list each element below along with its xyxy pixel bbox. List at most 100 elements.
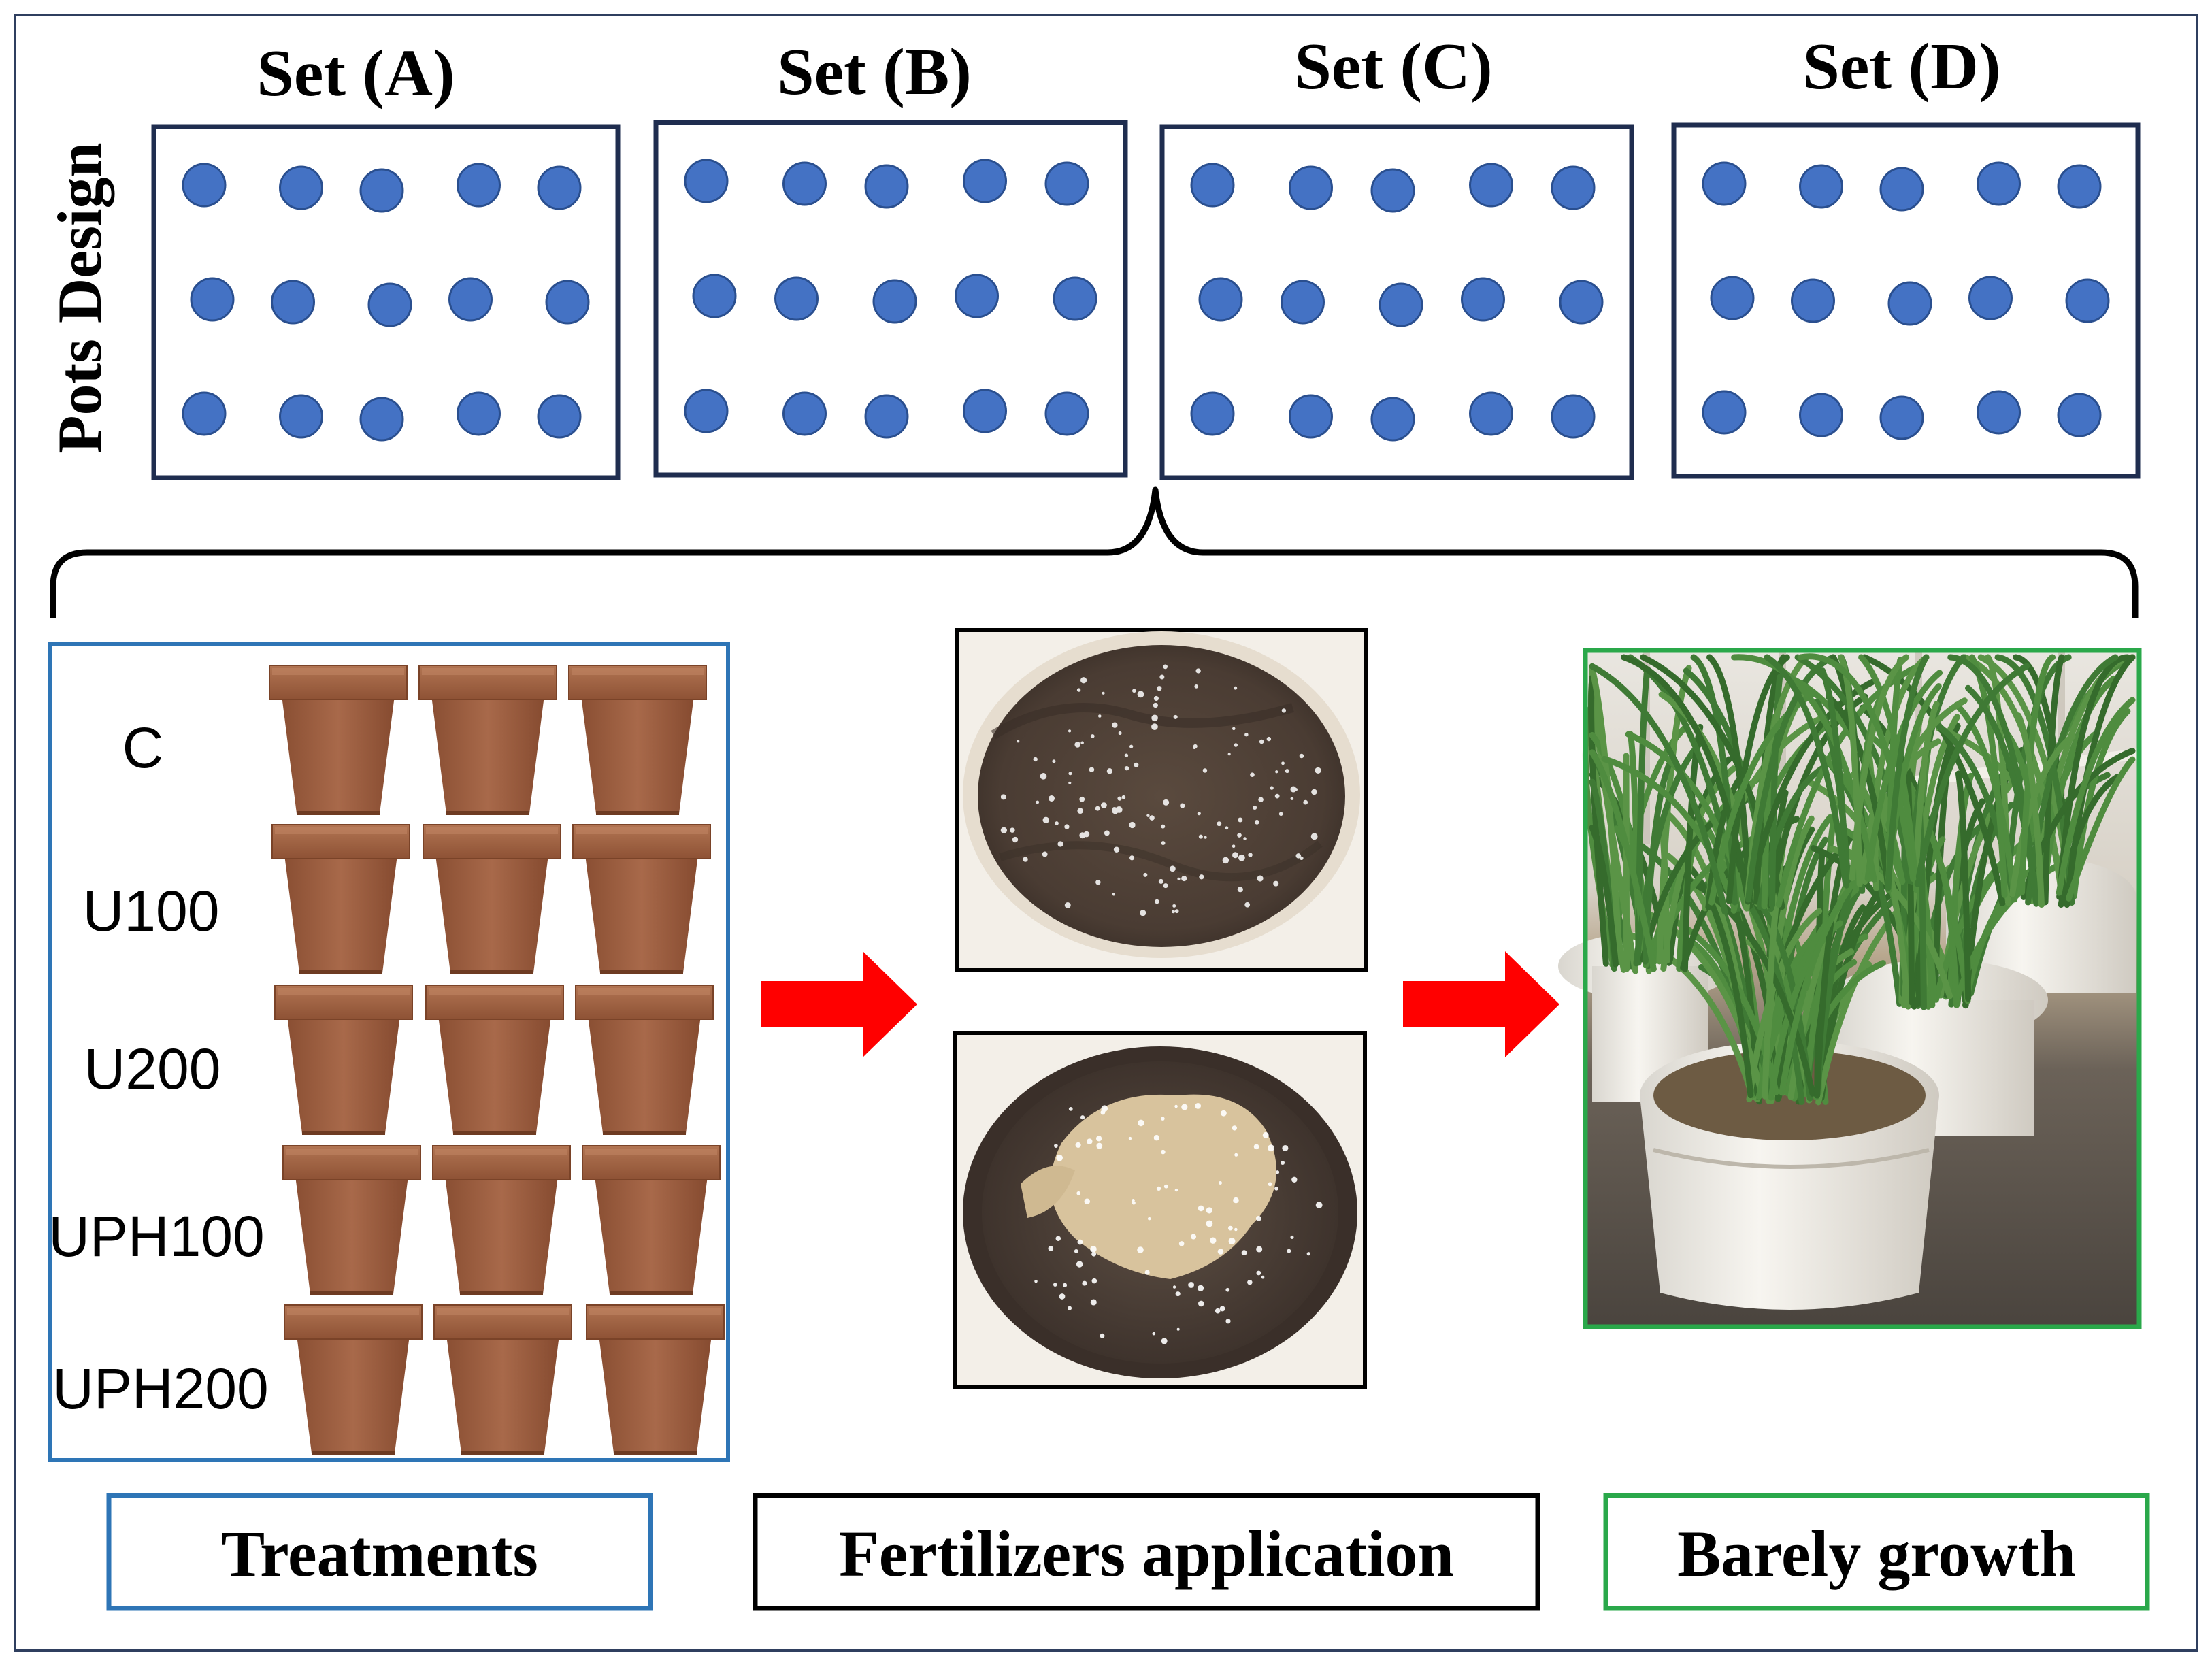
treatment-label-uph100: UPH100 bbox=[48, 1204, 265, 1268]
pot-dot bbox=[359, 397, 404, 442]
arrow-to-growth bbox=[1403, 951, 1559, 1057]
pot-dot bbox=[1887, 281, 1932, 326]
pot-dot bbox=[1551, 165, 1596, 210]
pot-dot bbox=[1461, 277, 1505, 322]
pot-dot bbox=[684, 159, 729, 203]
clay-pot bbox=[582, 1145, 721, 1295]
pot-dot bbox=[1044, 161, 1089, 206]
pot-dot bbox=[279, 394, 323, 439]
pot-dot bbox=[537, 394, 582, 439]
fertilizers-label-box bbox=[753, 1493, 1540, 1611]
pot-dot bbox=[1702, 390, 1747, 435]
clay-pot bbox=[575, 985, 714, 1135]
clay-pot bbox=[572, 824, 711, 974]
pot-dot bbox=[1379, 282, 1423, 327]
pot-dot bbox=[963, 159, 1007, 203]
set-boxes bbox=[151, 120, 2141, 480]
pot-dot bbox=[271, 280, 315, 325]
pot-dot bbox=[1281, 280, 1325, 325]
clay-pot bbox=[423, 824, 561, 974]
pot-dot bbox=[537, 165, 582, 210]
pot-dot bbox=[955, 274, 999, 318]
clay-pot bbox=[568, 665, 707, 815]
pot-dot bbox=[457, 163, 501, 208]
pot-dot bbox=[1791, 278, 1835, 323]
pot-dot bbox=[448, 277, 493, 322]
set-box-a bbox=[151, 124, 621, 480]
soil-photo-bottom bbox=[953, 1031, 1367, 1389]
pot-dot bbox=[1702, 161, 1747, 206]
pot-dot bbox=[1968, 276, 2013, 320]
pots-design-label: Pots Design bbox=[45, 142, 114, 453]
treatment-label-c: C bbox=[122, 716, 164, 780]
pot-dot bbox=[1053, 276, 1097, 321]
fertilizers-label: Fertilizers application bbox=[839, 1517, 1454, 1590]
clay-pot bbox=[418, 665, 557, 815]
pot-dot bbox=[774, 276, 819, 321]
pot-dot bbox=[1551, 394, 1596, 439]
pot-dot bbox=[279, 165, 323, 210]
pot-dot bbox=[1799, 393, 1843, 437]
clay-pot bbox=[269, 665, 408, 815]
treatment-label-uph200: UPH200 bbox=[52, 1357, 269, 1421]
pot-dot bbox=[545, 280, 590, 325]
pot-dot bbox=[864, 394, 909, 439]
pot-dot bbox=[2057, 393, 2102, 437]
pot-dot bbox=[684, 389, 729, 433]
growth-label: Barely growth bbox=[1677, 1517, 2076, 1590]
pot-dot bbox=[692, 274, 737, 318]
clay-pots bbox=[269, 665, 725, 1455]
pot-dot bbox=[1370, 397, 1415, 442]
pot-dot bbox=[1977, 390, 2021, 435]
set-box-d bbox=[1671, 122, 2141, 479]
set-d-title: Set (D) bbox=[1802, 30, 2000, 103]
treatment-label-u200: U200 bbox=[84, 1037, 221, 1101]
clay-pot bbox=[284, 1304, 423, 1455]
pot-dot bbox=[2057, 164, 2102, 209]
pot-dot bbox=[1190, 391, 1235, 436]
clay-pot bbox=[432, 1145, 571, 1295]
pot-dot bbox=[1799, 164, 1843, 209]
pot-dot bbox=[1044, 391, 1089, 436]
pot-dot bbox=[367, 282, 412, 327]
pot-dot bbox=[1879, 167, 1924, 212]
pot-dot bbox=[864, 164, 909, 209]
treatment-label-u100: U100 bbox=[83, 879, 220, 943]
pot-dot bbox=[1198, 277, 1243, 322]
pot-dot bbox=[1469, 163, 1513, 208]
clay-pot bbox=[425, 985, 564, 1135]
pot-dot bbox=[1289, 394, 1333, 439]
clay-pot bbox=[586, 1304, 725, 1455]
pot-dot bbox=[1977, 161, 2021, 206]
clay-pot bbox=[274, 985, 413, 1135]
barley-growth-photo bbox=[1558, 648, 2142, 1329]
arrow-to-fertilizers bbox=[761, 951, 917, 1057]
pot-dot bbox=[782, 391, 827, 436]
pot-dot bbox=[1879, 395, 1924, 440]
pot-dot bbox=[457, 391, 501, 436]
pot-dot bbox=[2065, 278, 2110, 323]
grouping-brace bbox=[50, 486, 2139, 618]
set-a-title: Set (A) bbox=[257, 37, 455, 110]
set-c-title: Set (C) bbox=[1294, 30, 1492, 103]
pot-dot bbox=[1370, 168, 1415, 213]
pot-dot bbox=[190, 277, 235, 322]
pot-dot bbox=[1190, 163, 1235, 208]
clay-pot bbox=[282, 1145, 421, 1295]
pot-dot bbox=[182, 391, 227, 436]
pot-dot bbox=[359, 168, 404, 213]
soil-photo-top bbox=[955, 628, 1368, 972]
pot-dot bbox=[1559, 280, 1604, 325]
set-box-c bbox=[1159, 124, 1634, 480]
pot-dot bbox=[963, 389, 1007, 433]
treatments-label: Treatments bbox=[221, 1517, 538, 1590]
pot-dot bbox=[1710, 276, 1755, 320]
pot-dot bbox=[1289, 165, 1333, 210]
clay-pot bbox=[271, 824, 410, 974]
pot-dot bbox=[872, 279, 917, 324]
pot-dot bbox=[182, 163, 227, 208]
clay-pot bbox=[433, 1304, 572, 1455]
